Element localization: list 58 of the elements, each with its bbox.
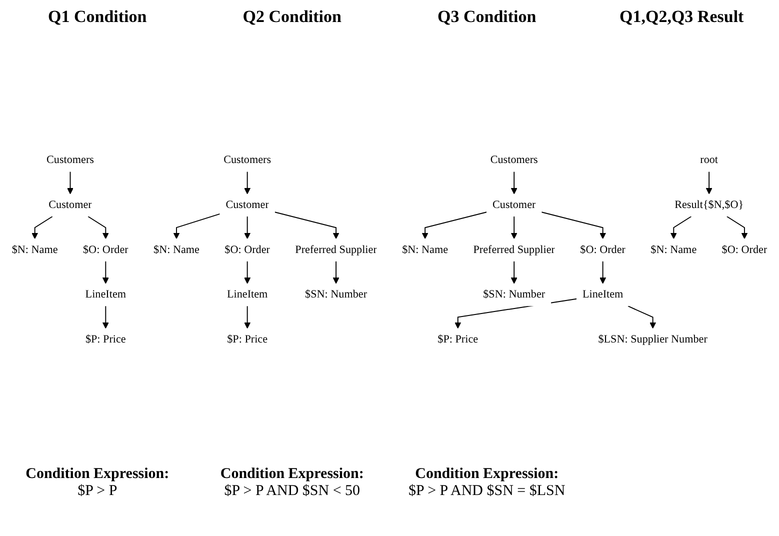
node-text: $N: Name bbox=[650, 244, 697, 256]
arrow bbox=[88, 216, 109, 239]
node-text: $O: Order bbox=[224, 244, 270, 256]
node-text: Customer bbox=[226, 199, 269, 211]
arrow bbox=[244, 216, 251, 239]
node-text: LineItem bbox=[85, 288, 126, 301]
arrow bbox=[541, 212, 606, 239]
node-text: $SN: Number bbox=[305, 288, 368, 301]
node-text: Customer bbox=[492, 199, 536, 211]
column-title: Q1,Q2,Q3 Result bbox=[620, 7, 744, 27]
node-text: $N: Name bbox=[402, 244, 448, 256]
node-text: $P: Price bbox=[85, 333, 126, 346]
arrow bbox=[726, 216, 748, 239]
arrow bbox=[173, 213, 220, 239]
node-text: LineItem bbox=[582, 288, 624, 301]
expression-heading: Condition Expression: bbox=[220, 466, 364, 483]
arrow bbox=[706, 171, 712, 194]
arrow bbox=[67, 171, 74, 194]
node-text: $O: Order bbox=[82, 244, 128, 256]
arrow bbox=[274, 212, 340, 239]
node-text: Customers bbox=[46, 154, 94, 166]
arrow bbox=[332, 260, 340, 284]
column-title: Q3 Condition bbox=[438, 7, 536, 27]
arrow bbox=[422, 212, 488, 239]
arrow bbox=[670, 216, 692, 239]
node-text: $N: Name bbox=[12, 244, 58, 256]
arrow bbox=[510, 260, 518, 284]
arrow bbox=[102, 306, 109, 329]
node-text: $O: Order bbox=[580, 244, 626, 256]
node-text: Customers bbox=[490, 154, 538, 166]
arrow bbox=[102, 260, 109, 284]
node-text: Customers bbox=[224, 154, 272, 166]
arrow bbox=[244, 260, 251, 284]
node-text: $O: Order bbox=[722, 244, 768, 256]
node-text: Preferred Supplier bbox=[295, 244, 377, 256]
node-text: root bbox=[700, 154, 718, 166]
arrow bbox=[600, 260, 606, 284]
expression-heading: Condition Expression: bbox=[415, 466, 559, 483]
node-text: $N: Name bbox=[154, 244, 200, 256]
node-text: Customer bbox=[48, 199, 92, 211]
condition-expression: $P > P bbox=[78, 483, 118, 500]
arrow bbox=[244, 306, 251, 329]
column-title: Q2 Condition bbox=[242, 7, 342, 27]
node-text: $LSN: Supplier Number bbox=[598, 333, 708, 346]
condition-expression: $P > P AND $SN < 50 bbox=[224, 483, 360, 500]
node-text: Result{$N,$O} bbox=[674, 199, 744, 211]
arrow bbox=[244, 171, 251, 194]
node-text: Preferred Supplier bbox=[473, 244, 555, 256]
node-text: $P: Price bbox=[227, 333, 268, 346]
column-title: Q1 Condition bbox=[48, 7, 147, 27]
arrow bbox=[510, 171, 518, 194]
arrow bbox=[510, 216, 518, 239]
condition-expression: $P > P AND $SN = $LSN bbox=[408, 483, 566, 500]
expression-heading: Condition Expression: bbox=[26, 466, 170, 483]
arrow bbox=[628, 306, 656, 329]
arrow bbox=[32, 216, 53, 239]
node-text: $P: Price bbox=[438, 333, 478, 346]
node-text: LineItem bbox=[226, 288, 268, 301]
